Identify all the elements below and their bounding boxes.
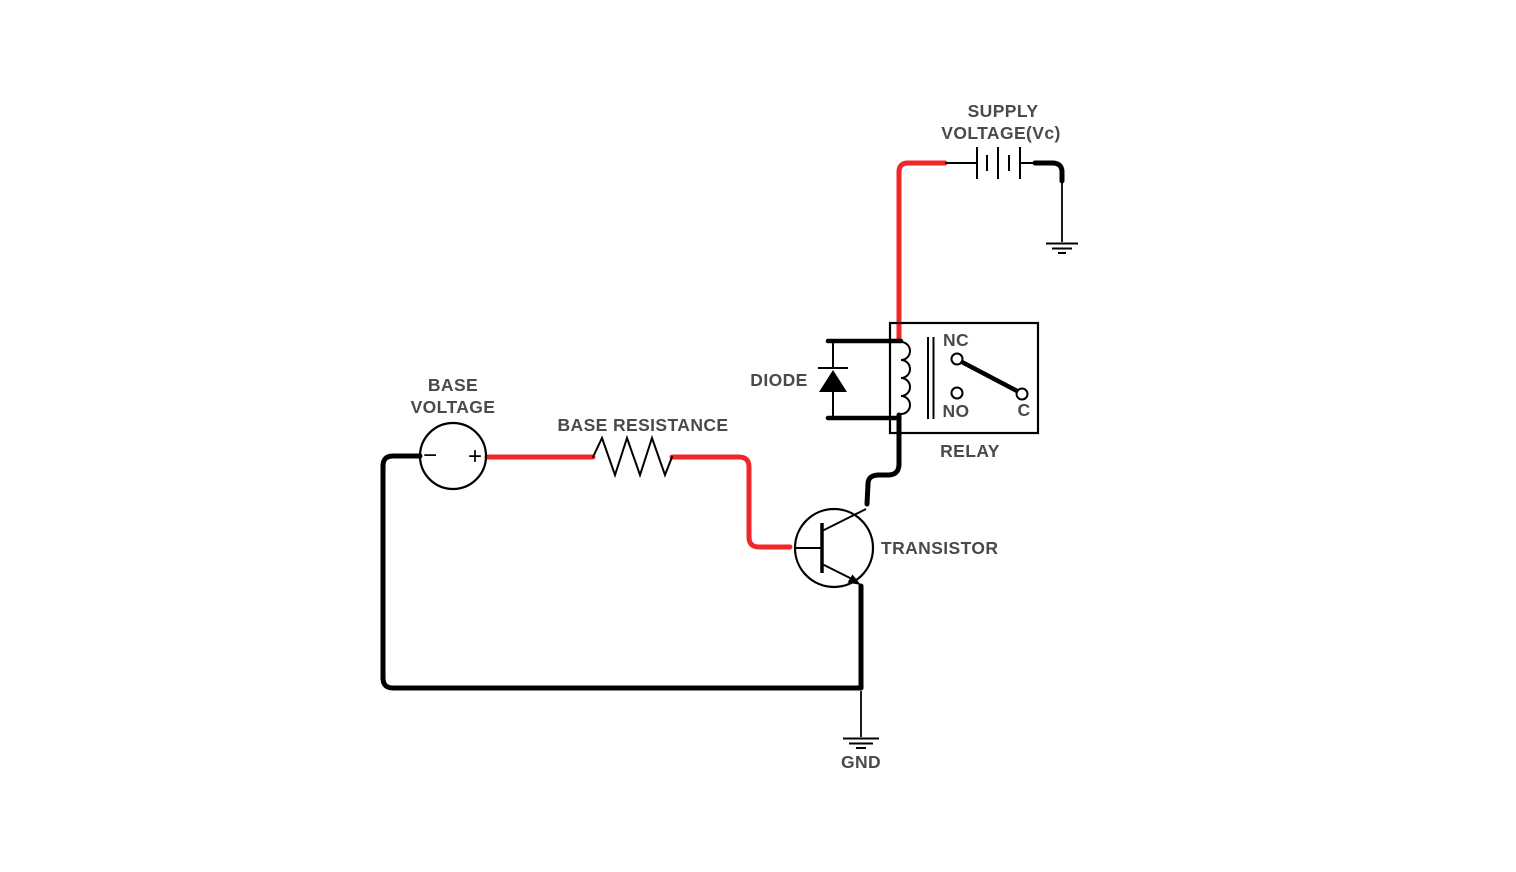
relay-switch-arm	[957, 358, 1022, 395]
base-resistance-label: BASE RESISTANCE	[558, 415, 729, 435]
base-voltage-label-line2: VOLTAGE	[411, 397, 496, 417]
source-minus-sign: −	[423, 442, 437, 469]
relay-coil-icon	[900, 337, 935, 419]
supply-voltage-label-line2: VOLTAGE(Vc)	[941, 123, 1060, 143]
base-voltage-source-icon: − +	[418, 421, 488, 491]
relay-switch-icon	[950, 352, 1029, 401]
diode-label: DIODE	[750, 370, 807, 390]
supply-battery-icon	[945, 147, 1035, 179]
base-voltage-label-line1: BASE	[428, 375, 478, 395]
wire-coil-to-collector	[864, 412, 902, 507]
relay-box	[888, 321, 1040, 435]
transistor-label: TRANSISTOR	[881, 538, 998, 558]
source-body	[418, 421, 488, 491]
wire-resistor-to-base	[669, 454, 793, 550]
relay-nc-label: NC	[943, 330, 969, 350]
wire-supply-to-coil	[896, 160, 948, 343]
flyback-diode-icon	[818, 341, 848, 418]
relay-label: RELAY	[940, 441, 1000, 461]
npn-transistor-icon	[793, 507, 875, 589]
source-plus-sign: +	[468, 443, 482, 470]
supply-voltage-label-line1: SUPPLY	[968, 101, 1039, 121]
base-resistor-icon	[592, 434, 673, 479]
supply-ground-icon	[1046, 242, 1078, 254]
gnd-ground-icon	[843, 737, 879, 749]
transistor-emitter-arrow	[847, 574, 861, 585]
relay-contact-no	[950, 386, 964, 400]
relay-contact-c	[1015, 387, 1029, 401]
wire-battery-to-ground	[1032, 160, 1065, 184]
transistor-collector-lead	[821, 508, 867, 532]
relay-c-label: C	[1017, 400, 1030, 420]
relay-contact-nc	[950, 352, 964, 366]
relay-no-label: NO	[942, 401, 969, 421]
wire-ground-return-loop	[380, 453, 864, 691]
gnd-label: GND	[841, 752, 881, 772]
